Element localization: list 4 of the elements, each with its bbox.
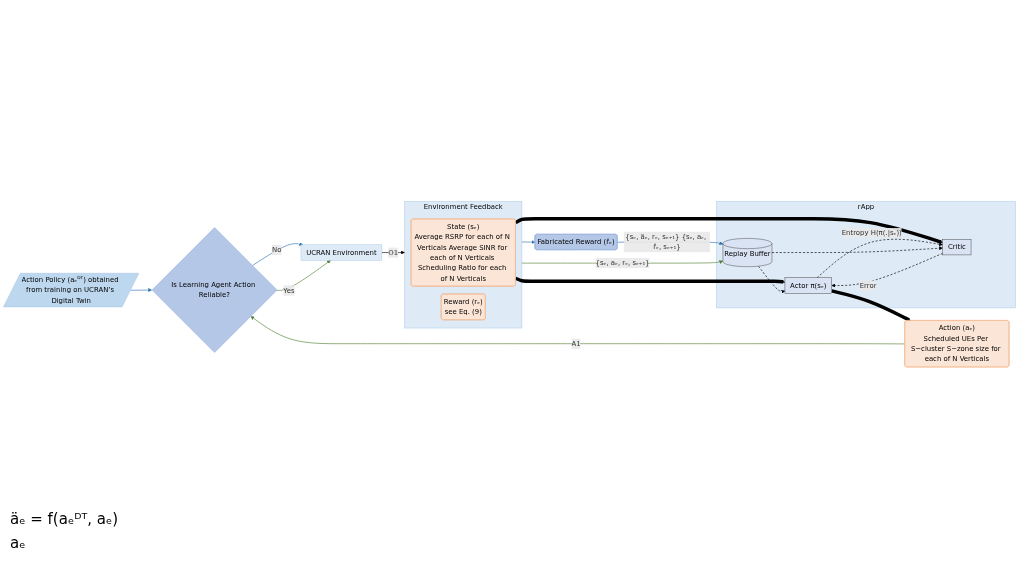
- note-text: aₑ: [10, 534, 27, 552]
- arrow: [514, 276, 786, 284]
- arrow: [831, 289, 911, 322]
- note-text: äₑ = f(aₑᴰᵀ, aₑ): [10, 510, 118, 528]
